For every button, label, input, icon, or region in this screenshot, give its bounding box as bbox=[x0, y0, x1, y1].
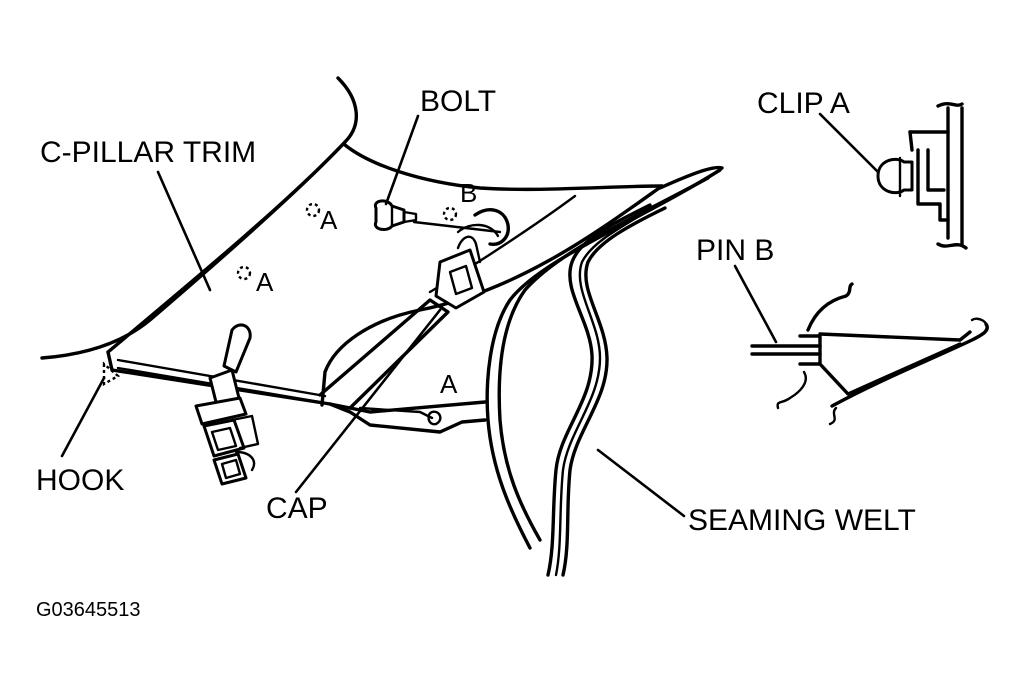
marker-a-left: A bbox=[256, 267, 274, 297]
seaming-welt bbox=[485, 165, 724, 577]
leader-cap bbox=[294, 308, 442, 494]
leader-lines bbox=[60, 112, 880, 518]
marker-a-lower: A bbox=[440, 369, 458, 399]
clip-markers bbox=[236, 202, 458, 281]
c-pillar-trim-panel bbox=[40, 76, 664, 434]
label-cap: CAP bbox=[266, 492, 328, 525]
leader-hook bbox=[60, 376, 106, 458]
label-c-pillar-trim: C-PILLAR TRIM bbox=[40, 136, 256, 169]
label-bolt: BOLT bbox=[420, 85, 496, 118]
label-seaming-welt: SEAMING WELT bbox=[688, 504, 916, 537]
pin-b-detail bbox=[750, 282, 989, 426]
clip-a-detail bbox=[876, 102, 968, 250]
seat-belt-assembly bbox=[194, 199, 510, 486]
label-clip-a: CLIP A bbox=[757, 87, 850, 120]
leader-clip-a bbox=[818, 112, 880, 174]
leader-c-pillar bbox=[156, 170, 212, 292]
marker-a-upper: A bbox=[320, 205, 338, 235]
leader-seaming-welt bbox=[596, 448, 686, 518]
figure-id: G03645513 bbox=[36, 599, 141, 621]
leader-pin-b bbox=[733, 264, 778, 344]
leader-bolt bbox=[384, 114, 420, 206]
label-hook: HOOK bbox=[36, 464, 124, 497]
marker-b: B bbox=[460, 178, 477, 208]
label-pin-b: PIN B bbox=[696, 234, 774, 267]
